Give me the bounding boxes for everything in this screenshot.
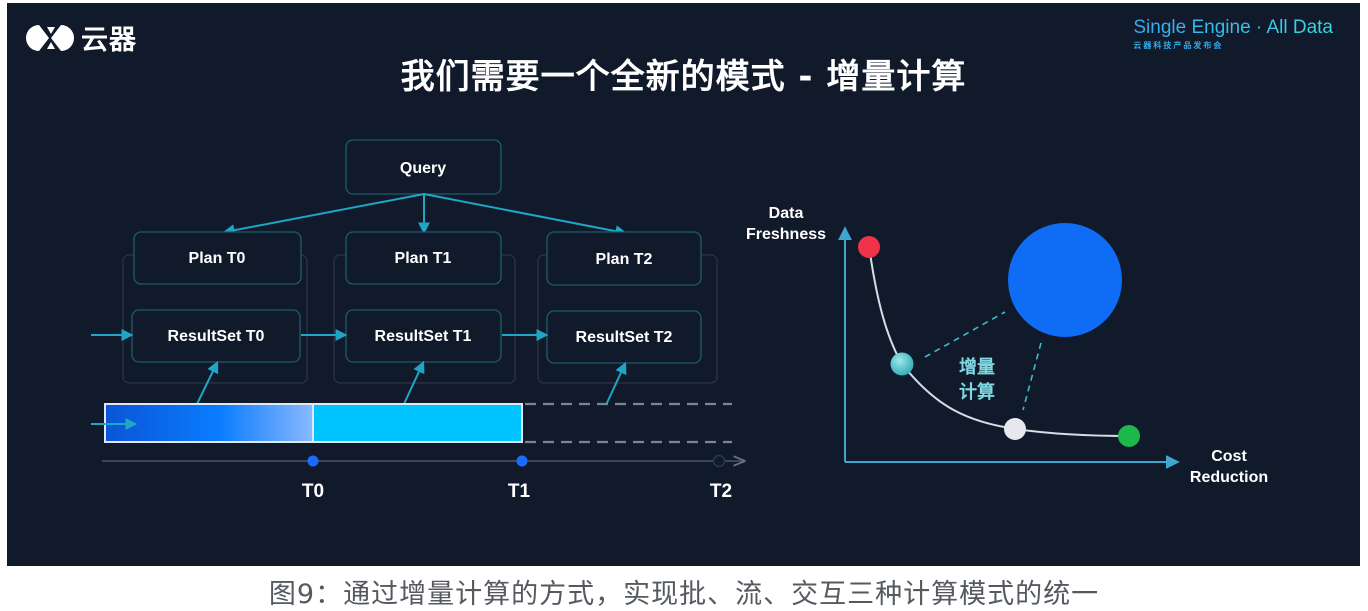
tradeoff-curve (868, 245, 1130, 437)
arrow-bar-resultset-t0 (196, 360, 219, 405)
logo: 云器 (25, 18, 137, 57)
y-axis-label-line1: Data (769, 205, 804, 222)
y-axis-label-line2: Freshness (746, 226, 826, 243)
resultset-label-t1: ResultSet T1 (375, 328, 472, 345)
resultset-node-t0: ResultSet T0 (131, 309, 301, 363)
plan-node-t1: Plan T1 (345, 231, 502, 285)
plan-label-t0: Plan T0 (189, 250, 246, 267)
query-label: Query (400, 160, 446, 177)
timeline-label-t1: T1 (508, 481, 531, 502)
arrow-bar-resultset-t2 (605, 361, 627, 406)
dashed-link-teal (924, 311, 1006, 358)
plan-node-t2: Plan T2 (546, 231, 702, 286)
timeline-dot-t0 (307, 455, 319, 467)
arrow-bar-resultset-t1 (403, 360, 425, 405)
dashed-link-white (1022, 342, 1042, 411)
yunqi-logo-icon (26, 24, 74, 51)
arrow-query-plan-t0 (222, 193, 425, 237)
x-axis-label-line2: Reduction (1190, 469, 1268, 486)
teal-point (890, 352, 914, 376)
resultset-label-t2: ResultSet T2 (576, 329, 673, 346)
figure-caption: 图9：通过增量计算的方式，实现批、流、交互三种计算模式的统一 (268, 579, 1100, 610)
resultset-node-t1: ResultSet T1 (345, 309, 502, 363)
plan-label-t2: Plan T2 (596, 251, 653, 268)
incremental-label-line2: 计算 (959, 381, 995, 403)
red-point (858, 236, 880, 258)
slide-title: 我们需要一个全新的模式 - 增量计算 (400, 57, 967, 97)
timeline-label-t0: T0 (302, 481, 324, 502)
resultset-label-t0: ResultSet T0 (168, 328, 265, 345)
brand-sub: 云器科技产品发布会 (1133, 41, 1224, 50)
green-point (1118, 425, 1140, 447)
x-axis-label-line1: Cost (1211, 448, 1247, 465)
slide: 云器 Single Engine · All Data 云器科技产品发布会 我们… (7, 3, 1360, 566)
diagram-canvas: Query Plan T0 Plan T1 Plan T2 ResultSet … (91, 139, 1268, 502)
data-bar-segment-t0 (104, 403, 314, 443)
query-node: Query (345, 139, 502, 195)
timeline-dot-t2 (712, 454, 726, 468)
plan-label-t1: Plan T1 (395, 250, 452, 267)
arrow-query-plan-t2 (423, 193, 628, 238)
resultset-node-t2: ResultSet T2 (546, 310, 702, 364)
white-point (1004, 418, 1026, 440)
brand-tagline: Single Engine · All Data 云器科技产品发布会 (1133, 17, 1333, 51)
incremental-highlight-circle (1008, 223, 1122, 337)
data-bar-segment-t1 (312, 403, 523, 443)
brand-main: Single Engine · All Data (1133, 17, 1333, 38)
timeline-label-t2: T2 (710, 481, 732, 502)
logo-text: 云器 (81, 25, 137, 56)
plan-node-t0: Plan T0 (133, 231, 302, 285)
timeline-dot-t1 (516, 455, 528, 467)
incremental-label-line1: 增量 (959, 356, 995, 378)
